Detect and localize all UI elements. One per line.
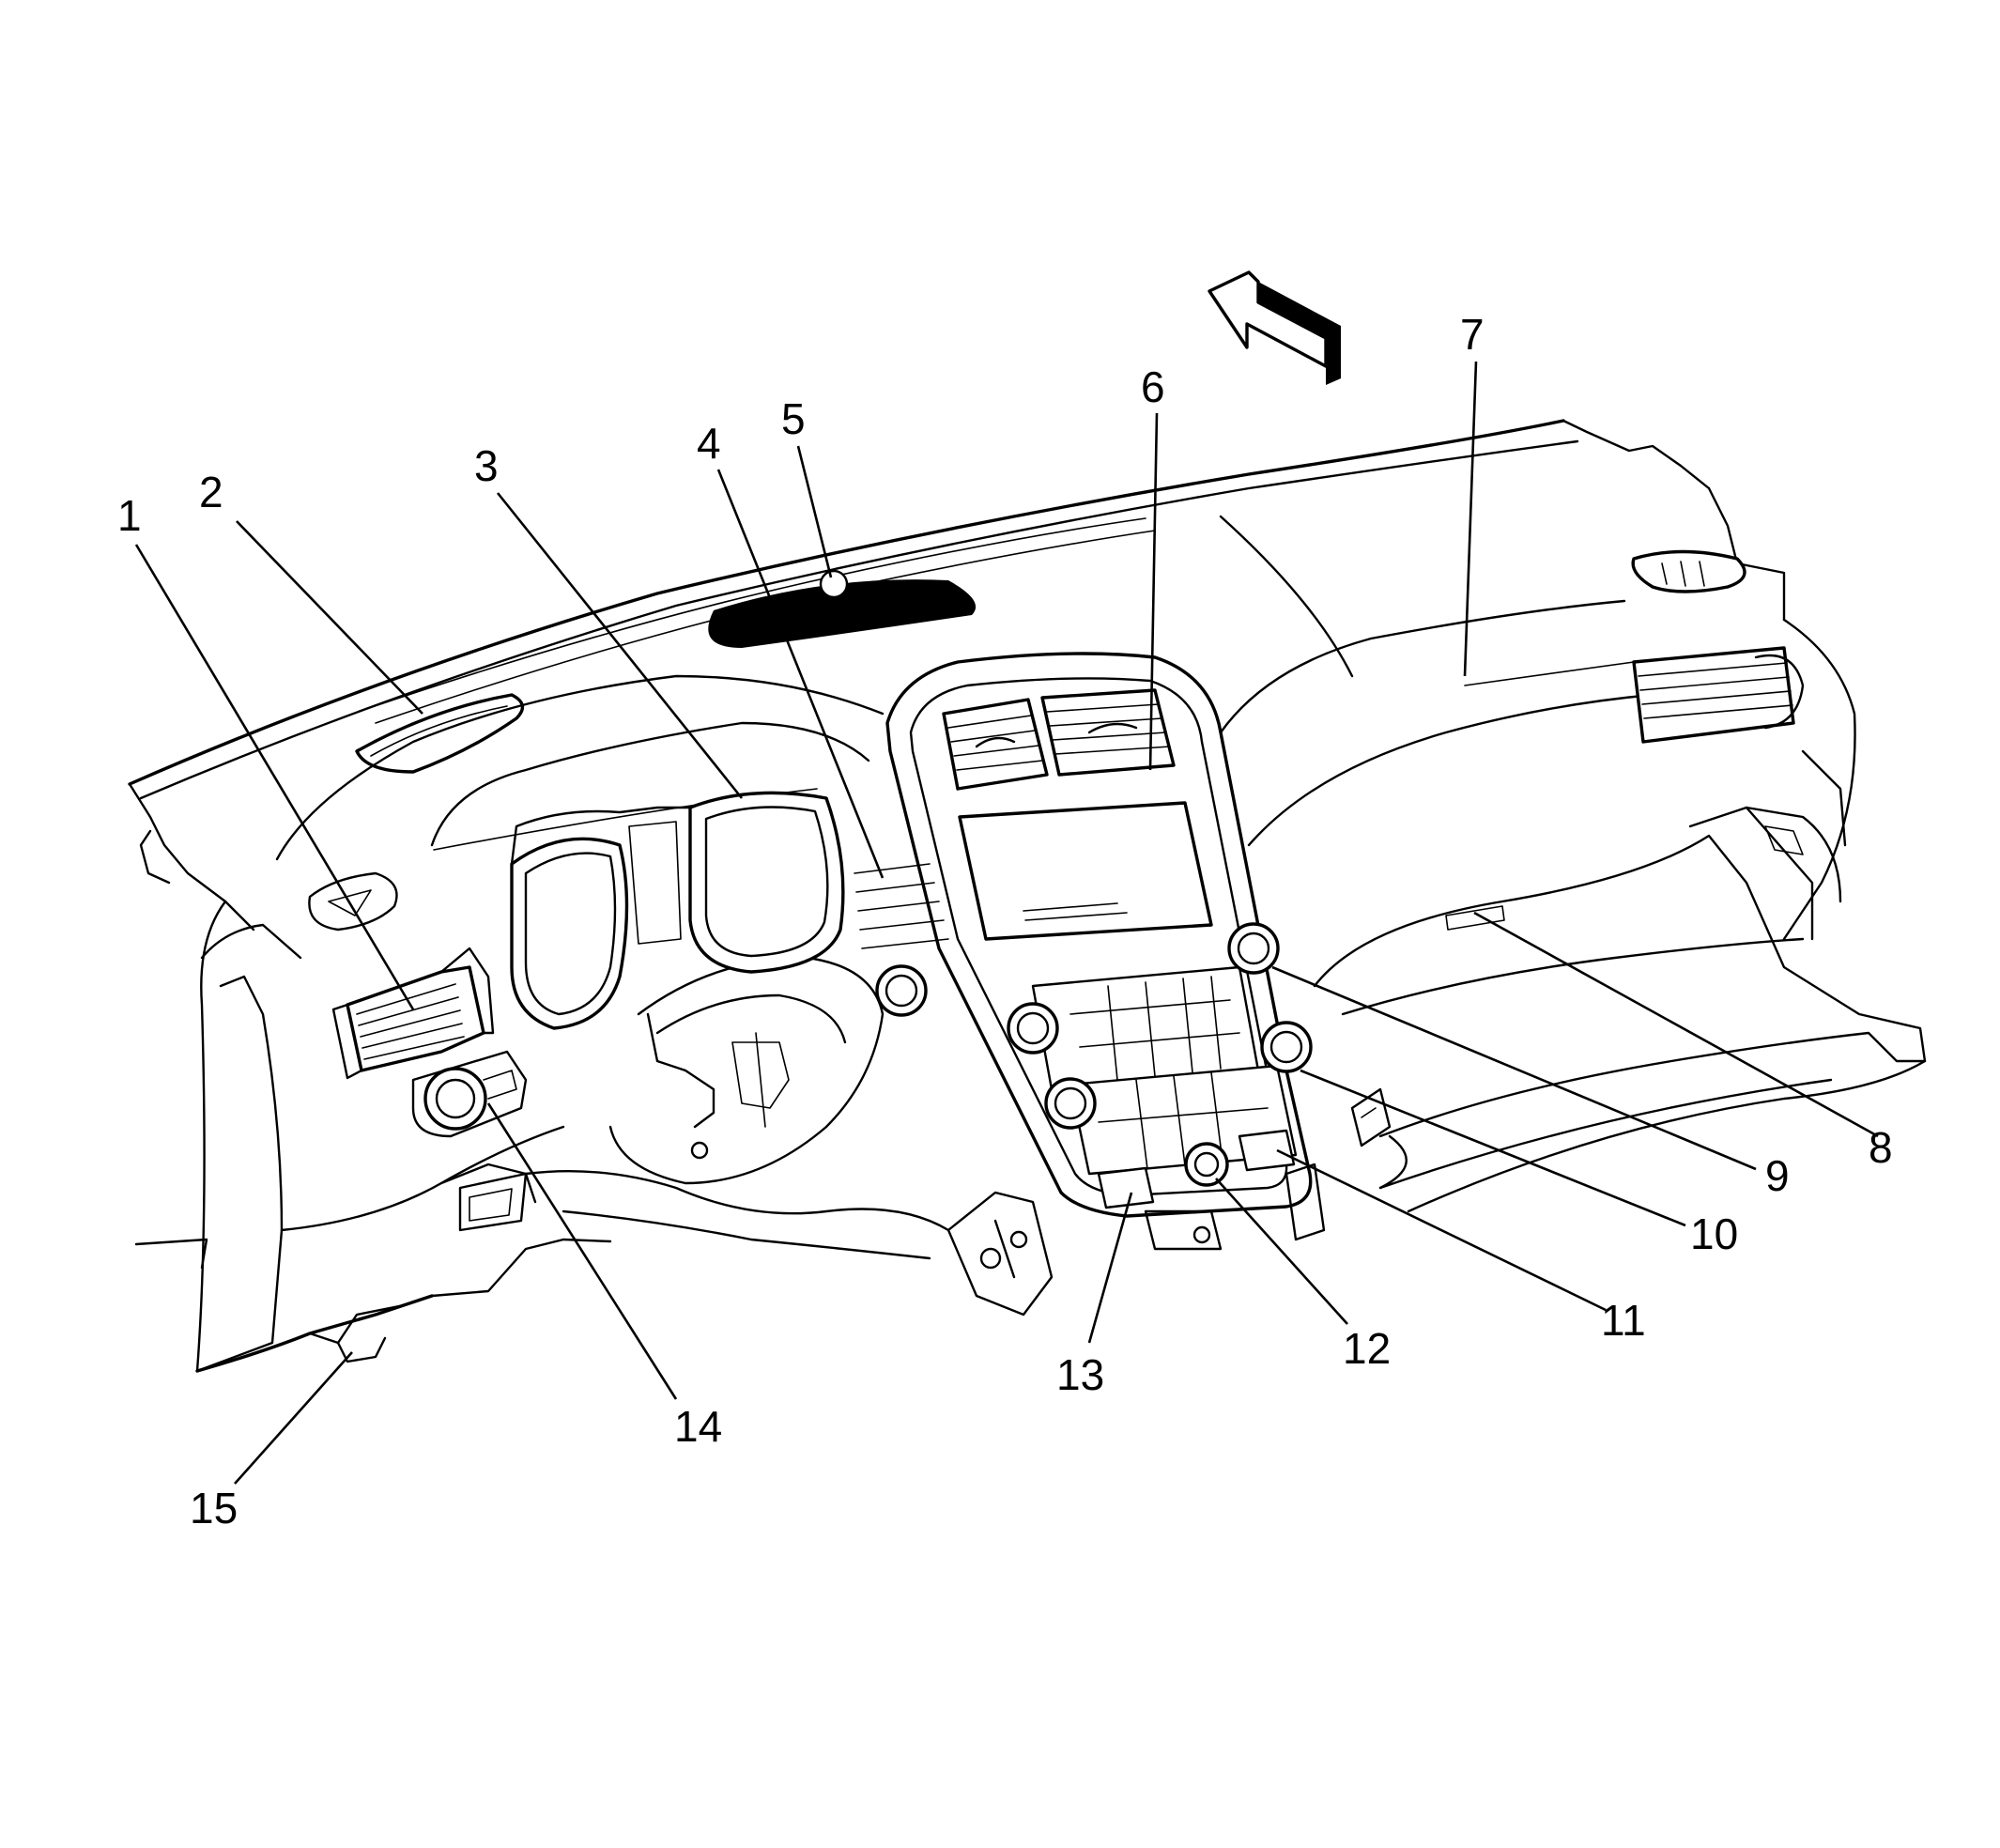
callout-15: 15 — [190, 1484, 238, 1532]
callout-2: 2 — [199, 468, 223, 516]
callout-4: 4 — [697, 419, 721, 468]
callout-13: 13 — [1056, 1350, 1104, 1399]
leader-line-1 — [134, 544, 415, 1010]
callout-10: 10 — [1690, 1209, 1738, 1258]
front-direction-arrow-icon — [1208, 270, 1341, 385]
callout-3: 3 — [474, 441, 499, 490]
leader-line-12 — [1215, 1178, 1348, 1325]
callout-12: 12 — [1343, 1324, 1391, 1373]
leader-line-13 — [1087, 1192, 1133, 1344]
leader-line-9 — [1271, 965, 1757, 1171]
instrument-panel — [128, 419, 1927, 1373]
callout-1: 1 — [117, 491, 142, 540]
leader-line-7 — [1463, 361, 1478, 677]
leader-line-6 — [1148, 412, 1159, 771]
leader-line-11 — [1276, 1148, 1607, 1312]
callout-5: 5 — [781, 394, 806, 443]
leader-line-8 — [1473, 911, 1879, 1138]
leader-lines — [134, 361, 1879, 1485]
callout-numbers: 1 2 3 4 5 6 7 8 9 10 11 12 13 14 15 — [117, 310, 1893, 1532]
callout-14: 14 — [674, 1402, 722, 1451]
callout-7: 7 — [1460, 310, 1485, 359]
leader-line-10 — [1300, 1069, 1686, 1227]
callout-6: 6 — [1141, 362, 1165, 411]
leader-line-5 — [796, 445, 833, 578]
callout-8: 8 — [1869, 1123, 1893, 1172]
leader-line-15 — [234, 1351, 353, 1485]
callout-9: 9 — [1765, 1151, 1790, 1200]
leader-line-14 — [486, 1102, 678, 1400]
leader-line-3 — [496, 492, 744, 799]
callout-11: 11 — [1601, 1296, 1646, 1345]
leader-line-4 — [716, 469, 885, 879]
leader-line-2 — [236, 520, 423, 715]
